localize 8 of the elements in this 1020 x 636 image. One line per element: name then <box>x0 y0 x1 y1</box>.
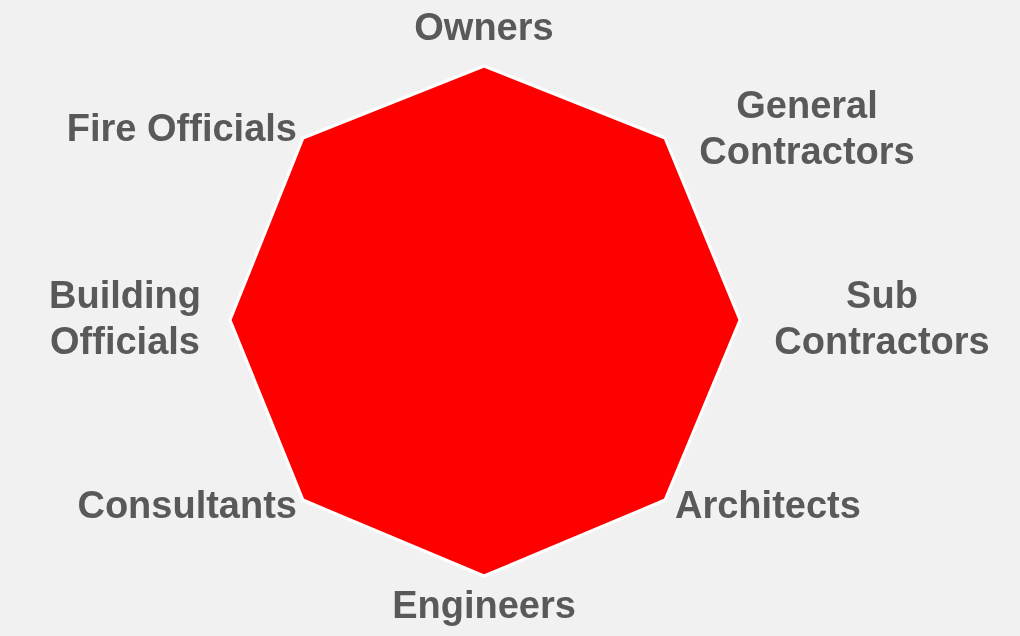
stakeholder-label: Fire Officials <box>65 106 297 151</box>
stakeholder-label: Architects <box>675 483 862 528</box>
stakeholder-label: Owners <box>413 5 555 50</box>
stakeholder-label: Consultants <box>76 483 297 528</box>
stakeholder-label: Sub Contractors <box>773 273 991 364</box>
stakeholder-label: Engineers <box>391 583 577 628</box>
stakeholder-label: General Contractors <box>698 83 916 174</box>
stakeholder-label: Building Officials <box>48 273 202 364</box>
